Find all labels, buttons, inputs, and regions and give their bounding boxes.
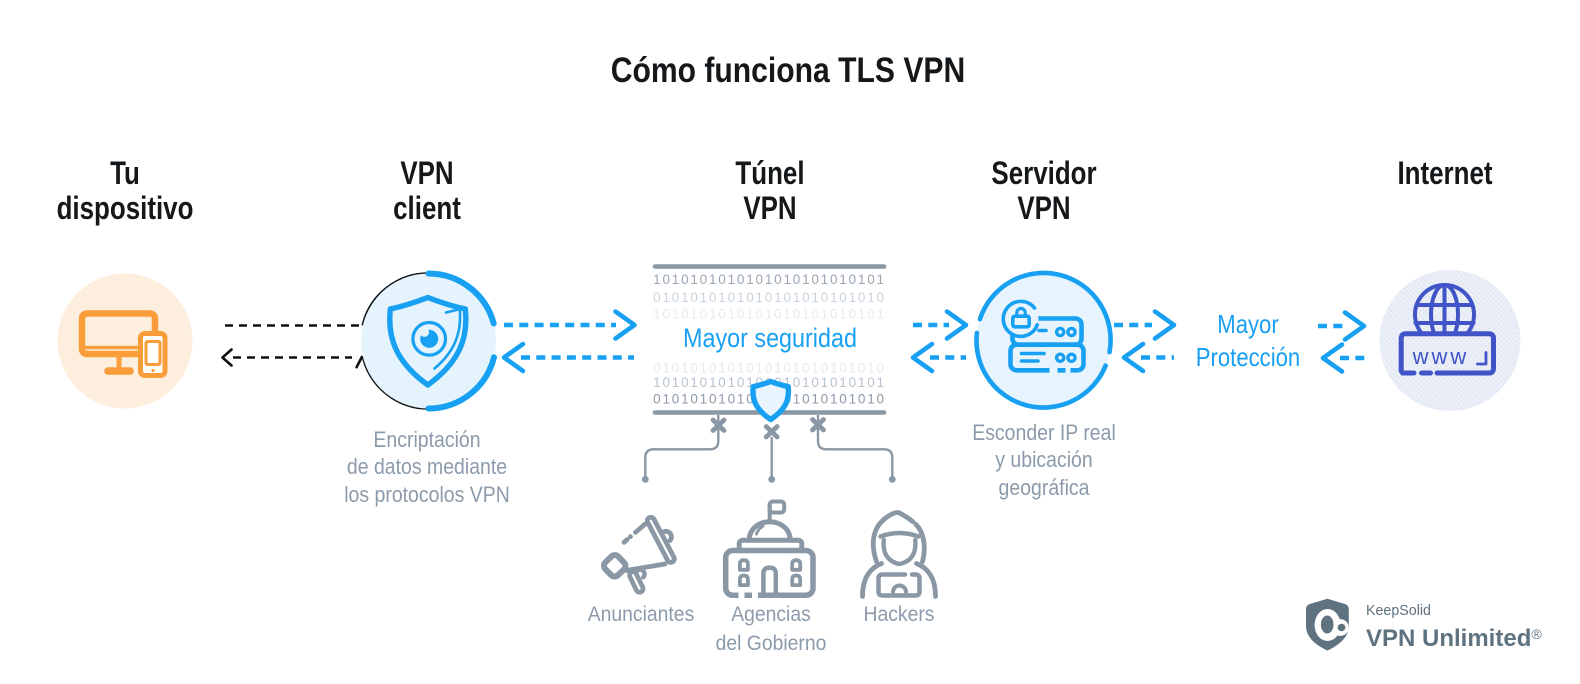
svg-text:1010101010101010101010101: 1010101010101010101010101 bbox=[653, 306, 886, 321]
svg-text:www: www bbox=[1412, 344, 1470, 369]
svg-text:0101010101010101010101010: 0101010101010101010101010 bbox=[653, 361, 886, 376]
svg-text:0101010101010101010101010: 0101010101010101010101010 bbox=[653, 290, 886, 305]
svg-text:1010101010101010101010101: 1010101010101010101010101 bbox=[653, 272, 886, 287]
